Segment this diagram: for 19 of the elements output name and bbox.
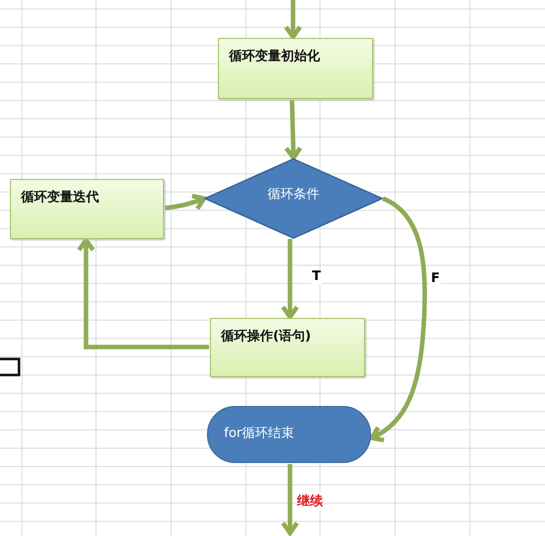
- arrow: [164, 193, 206, 211]
- edge-label: T: [311, 269, 322, 284]
- process-box: [210, 318, 365, 377]
- edge-label: 继续: [296, 492, 324, 510]
- process-box: [218, 38, 373, 99]
- process-box: [10, 179, 164, 239]
- node-label: 循环变量初始化: [229, 48, 320, 65]
- edge-label: F: [430, 271, 441, 286]
- arrow: [370, 196, 427, 442]
- arrow: [284, 100, 302, 160]
- arrow: [280, 239, 300, 320]
- arrow: [76, 238, 209, 350]
- node-label: 循环变量迭代: [21, 188, 99, 206]
- arrow: [284, 0, 302, 40]
- node-label: 循环条件: [266, 186, 320, 203]
- arrow: [280, 464, 300, 536]
- node-label: for循环结束: [224, 425, 294, 442]
- node-label: 循环操作(语句): [221, 328, 311, 345]
- decision-diamond: [204, 158, 383, 239]
